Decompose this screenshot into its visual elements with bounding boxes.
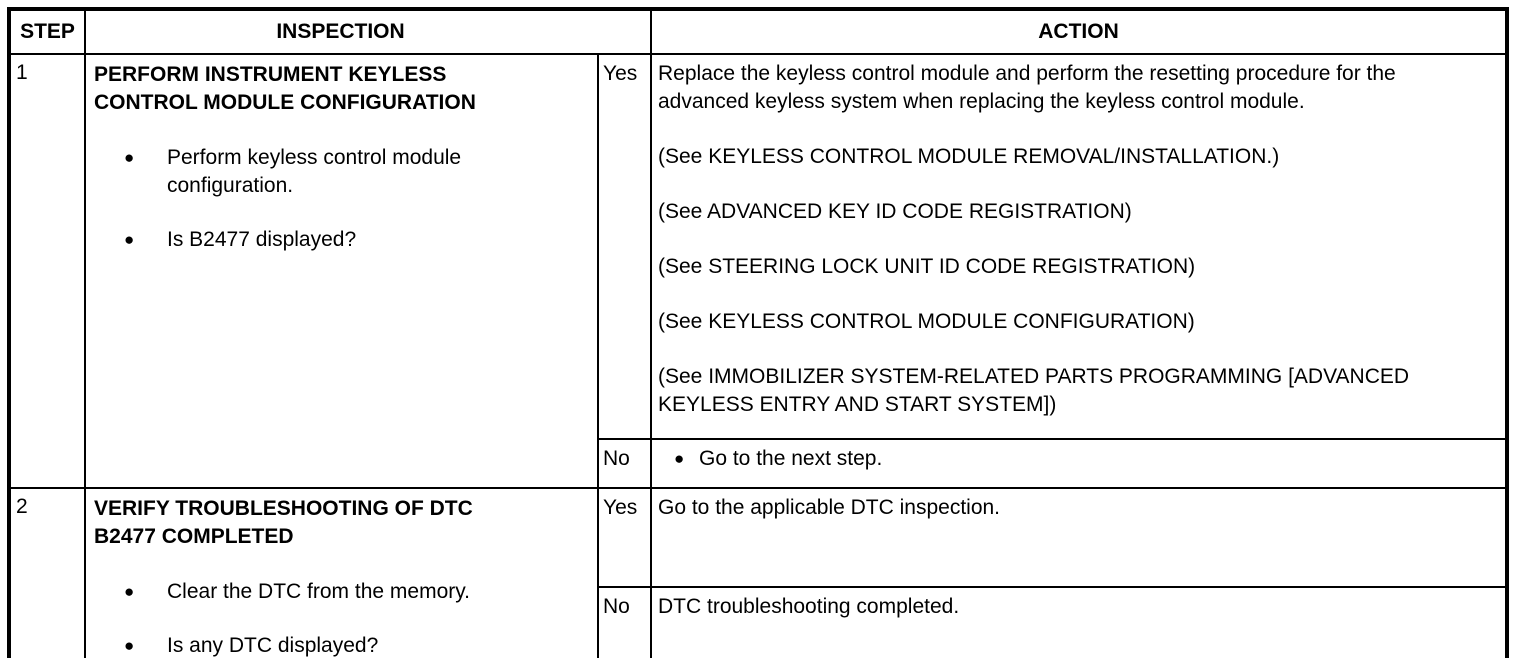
action-paragraph: (See IMMOBILIZER SYSTEM-RELATED PARTS PR… [658,365,1410,416]
answer-no-label: No [597,586,652,658]
table-row: 2 VERIFY TROUBLESHOOTING OF DTC B2477 CO… [8,487,1508,658]
table-row: No Go to the next step. [9,438,1508,489]
answer-yes-label: Yes [597,487,652,588]
action-cell: Go to the applicable DTC inspection. [650,487,1508,588]
inspection-cell: VERIFY TROUBLESHOOTING OF DTC B2477 COMP… [84,487,599,658]
table-header-row: STEP INSPECTION ACTION [8,8,1508,55]
inspection-cell: PERFORM INSTRUMENT KEYLESS CONTROL MODUL… [84,53,599,489]
inspection-title: VERIFY TROUBLESHOOTING OF DTC B2477 COMP… [94,497,473,548]
inspection-title: PERFORM INSTRUMENT KEYLESS CONTROL MODUL… [94,63,476,114]
inspection-bullet-item: Is any DTC displayed? [124,632,537,658]
table-row: No DTC troubleshooting completed. [9,586,1508,658]
inspection-bullet-item: Perform keyless control module configura… [124,144,537,200]
step-number: 1 [8,53,86,489]
table-row: 1 PERFORM INSTRUMENT KEYLESS CONTROL MOD… [8,53,1508,489]
action-paragraph: (See ADVANCED KEY ID CODE REGISTRATION) [658,200,1132,223]
column-header-action: ACTION [650,8,1508,55]
action-paragraph: (See KEYLESS CONTROL MODULE CONFIGURATIO… [658,310,1195,333]
action-paragraph: DTC troubleshooting completed. [658,595,960,618]
action-bullet-list: Go to the next step. [658,445,1479,473]
answer-yes-label: Yes [597,53,652,440]
action-paragraph: Go to the applicable DTC inspection. [658,496,1001,519]
action-cell: Go to the next step. [650,438,1508,489]
action-paragraph: Replace the keyless control module and p… [658,62,1396,113]
dtc-troubleshooting-table: STEP INSPECTION ACTION 1 PERFORM INSTRUM… [7,7,1509,658]
action-cell: Replace the keyless control module and p… [650,53,1508,440]
column-header-step: STEP [8,8,86,55]
step-number: 2 [8,487,86,658]
action-bullet-item: Go to the next step. [674,445,1479,473]
inspection-bullet-item: Is B2477 displayed? [124,226,537,254]
inspection-bullet-item: Clear the DTC from the memory. [124,578,537,606]
action-paragraph: (See STEERING LOCK UNIT ID CODE REGISTRA… [658,255,1196,278]
action-paragraph: (See KEYLESS CONTROL MODULE REMOVAL/INST… [658,145,1280,168]
answer-no-label: No [597,438,652,489]
action-cell: DTC troubleshooting completed. [650,586,1508,658]
inspection-bullet-list: Perform keyless control module configura… [94,144,589,254]
inspection-bullet-list: Clear the DTC from the memory. Is any DT… [94,578,589,658]
column-header-inspection: INSPECTION [84,8,652,55]
